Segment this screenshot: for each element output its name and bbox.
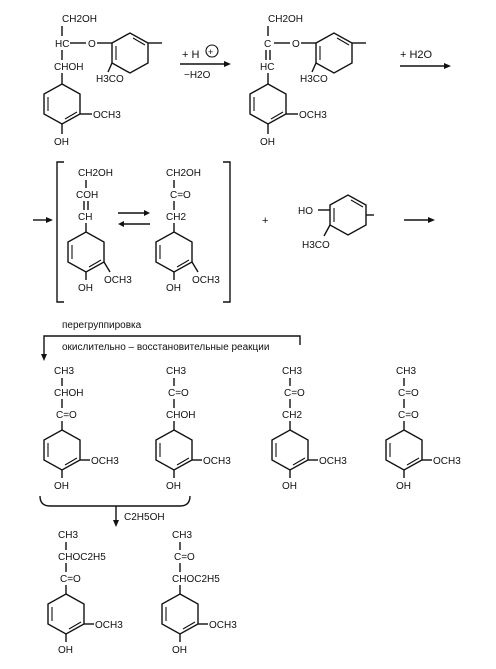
reagent-minus-water: −H2O: [184, 70, 211, 81]
molecule-4-ketone: CH2OH C=O CH2 OCH3 OH: [155, 168, 220, 294]
reagent-water: + H2O: [400, 49, 433, 61]
label-oh: OH: [166, 481, 181, 492]
label-och3: OCH3: [433, 456, 461, 467]
label-oh: OH: [260, 137, 275, 148]
label-choc2h5: CHOC2H5: [172, 574, 220, 585]
label-oh: OH: [396, 481, 411, 492]
molecule-3-enol: CH2OH COH CH OCH3 OH: [67, 168, 132, 294]
molecule-1-start: CH2OH HC O CHOH OCH3 OH H3CO: [43, 14, 162, 148]
label-choh: CHOH: [54, 62, 83, 73]
label-o: O: [88, 39, 96, 50]
label-oh: OH: [54, 137, 69, 148]
label-choh: CHOH: [54, 388, 83, 399]
label-ceqo: C=O: [398, 388, 419, 399]
proton-charge: +: [208, 47, 213, 57]
label-ceqo: C=O: [56, 410, 77, 421]
arrow-step-2: + H2O: [400, 49, 451, 69]
label-ch3: CH3: [166, 366, 186, 377]
label-ceqo: C=O: [60, 574, 81, 585]
label-ch2oh: CH2OH: [78, 168, 113, 179]
label-oh: OH: [54, 481, 69, 492]
label-oh: OH: [78, 283, 93, 294]
label-och3: OCH3: [95, 620, 123, 631]
ether-product-1: CH3 CHOC2H5 C=O OCH3 OH: [47, 530, 123, 656]
label-h3co: H3CO: [96, 74, 124, 85]
label-och3: OCH3: [209, 620, 237, 631]
label-oh: OH: [58, 645, 73, 656]
label-ch2: CH2: [166, 212, 186, 223]
product-4: CH3 C=O C=O OCH3 OH: [385, 366, 461, 492]
plus-sign: +: [262, 215, 268, 227]
label-ch3: CH3: [58, 530, 78, 541]
label-ch3: CH3: [172, 530, 192, 541]
arrow-row2-in: [33, 217, 53, 223]
label-ceqo: C=O: [398, 410, 419, 421]
ethanol-brace: C2H5OH: [39, 495, 191, 527]
label-ch2oh: CH2OH: [268, 14, 303, 25]
label-ceqo: C=O: [284, 388, 305, 399]
label-coh: COH: [76, 190, 98, 201]
label-hc: HC: [55, 39, 69, 50]
arrow-row2-out: [404, 217, 435, 223]
label-och3: OCH3: [91, 456, 119, 467]
label-ch3: CH3: [54, 366, 74, 377]
reagent-h-plus: + H: [182, 49, 199, 61]
label-ethanol: C2H5OH: [124, 512, 165, 523]
molecule-5-guaiacyl: HO H3CO: [298, 194, 374, 251]
rearrangement-path: перегруппировка окислительно – восстанов…: [41, 320, 301, 361]
label-och3: OCH3: [299, 110, 327, 121]
label-choh: CHOH: [166, 410, 195, 421]
label-och3: OCH3: [203, 456, 231, 467]
label-ch2oh: CH2OH: [166, 168, 201, 179]
label-ceqo: C=O: [174, 552, 195, 563]
equilibrium-arrows: [118, 210, 150, 227]
label-och3: OCH3: [104, 275, 132, 286]
label-o: O: [292, 39, 300, 50]
label-ch: CH: [78, 212, 92, 223]
label-rearrangement: перегруппировка: [62, 320, 142, 331]
label-choc2h5: CHOC2H5: [58, 552, 106, 563]
label-ch3: CH3: [282, 366, 302, 377]
label-c: C: [264, 39, 271, 50]
product-1: CH3 CHOH C=O OCH3 OH: [43, 366, 119, 492]
label-och3: OCH3: [192, 275, 220, 286]
label-ho: HO: [298, 206, 313, 217]
bracket: [56, 161, 231, 303]
product-3: CH3 C=O CH2 OCH3 OH: [271, 366, 347, 492]
label-oh: OH: [166, 283, 181, 294]
label-ch3: CH3: [396, 366, 416, 377]
label-oh: OH: [282, 481, 297, 492]
label-redox: окислительно – восстановительные реакции: [62, 342, 269, 353]
label-h3co: H3CO: [302, 240, 330, 251]
label-h3co: H3CO: [300, 74, 328, 85]
label-oh: OH: [172, 645, 187, 656]
label-hc: HC: [260, 62, 274, 73]
label-och3: OCH3: [319, 456, 347, 467]
arrow-step-1: + H + −H2O: [180, 44, 231, 81]
label-ch2: CH2: [282, 410, 302, 421]
label-och3: OCH3: [93, 110, 121, 121]
label-ceqo: C=O: [170, 190, 191, 201]
label-ceqo: C=O: [168, 388, 189, 399]
molecule-2-enol-ether: CH2OH C O HC OCH3 OH H3CO: [249, 14, 366, 148]
ether-product-2: CH3 C=O CHOC2H5 OCH3 OH: [161, 530, 237, 656]
label-ch2oh: CH2OH: [62, 14, 97, 25]
product-2: CH3 C=O CHOH OCH3 OH: [155, 366, 231, 492]
